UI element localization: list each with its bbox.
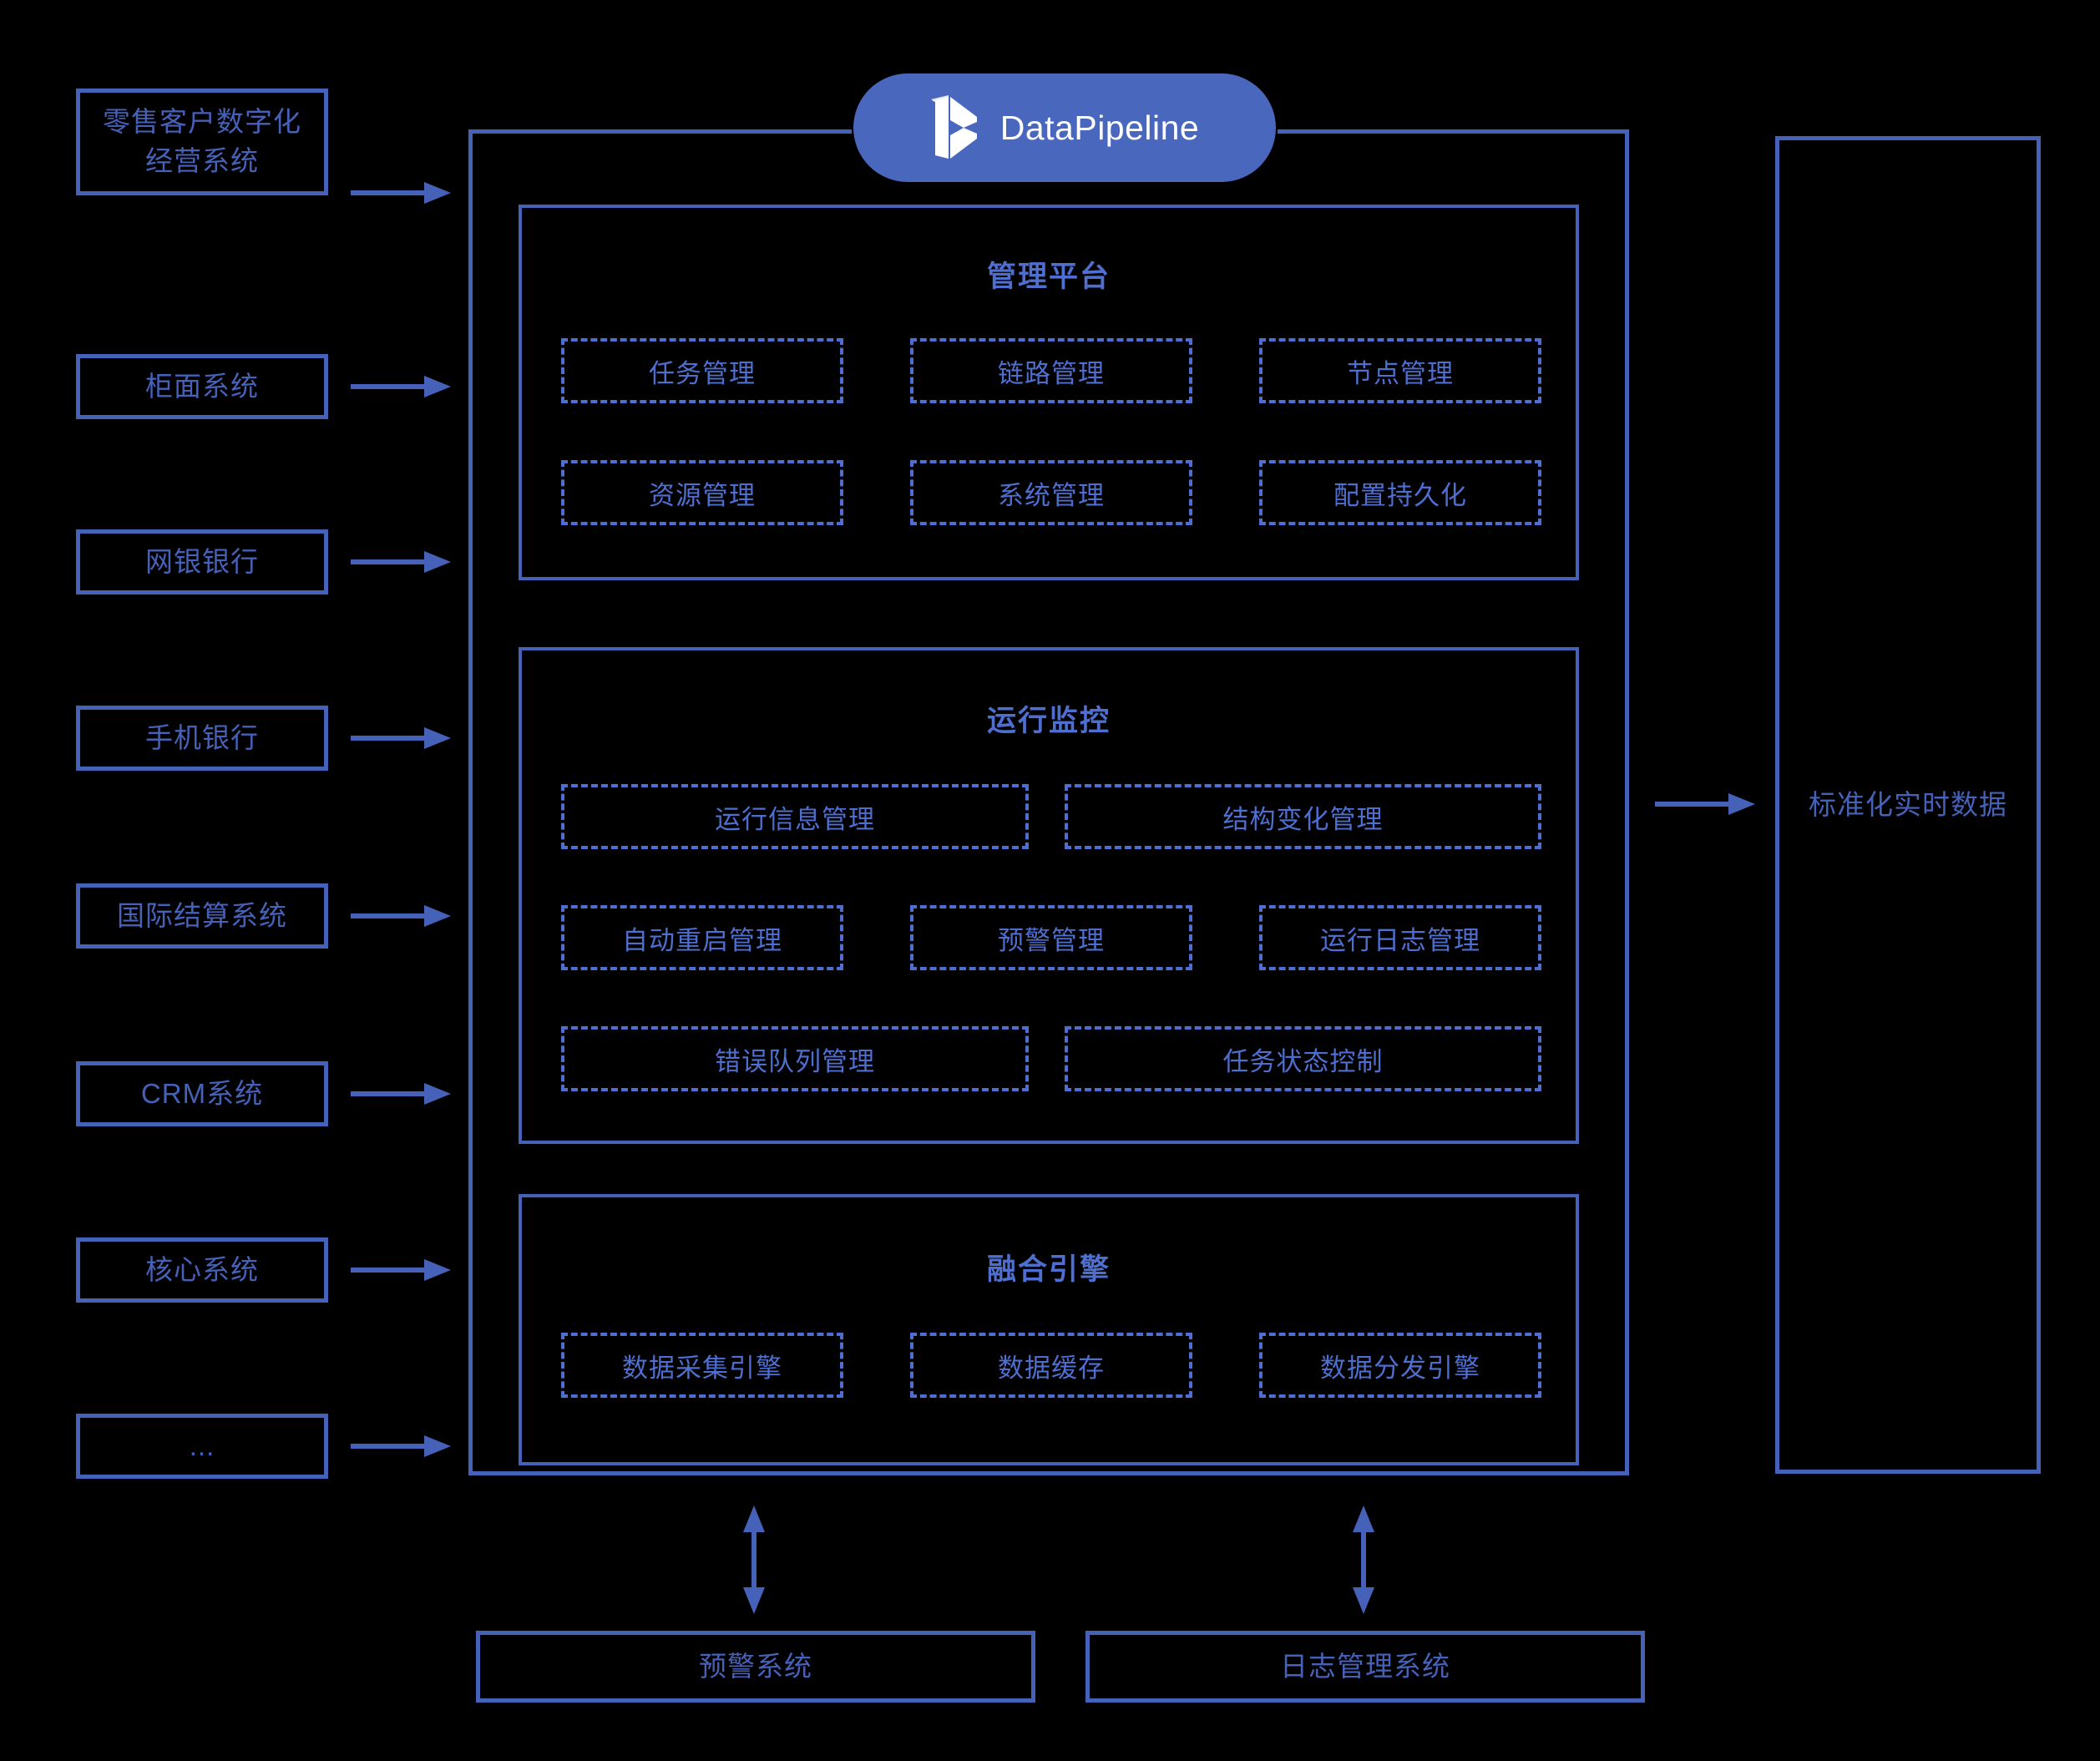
arrow-right-icon [351, 1435, 451, 1457]
feature-label: 数据采集引擎 [622, 1353, 782, 1383]
feature-label: 结构变化管理 [1222, 804, 1384, 834]
feature-task-management[interactable]: 任务管理 [561, 338, 843, 403]
source-label: 网银银行 [145, 545, 259, 577]
output-box-standardized-realtime-data[interactable]: 标准化实时数据 [1775, 136, 2041, 1474]
feature-label: 预警管理 [998, 925, 1105, 955]
source-box-crm[interactable]: CRM系统 [76, 1061, 328, 1126]
external-label: 预警系统 [699, 1650, 812, 1682]
source-box-retail-digital[interactable]: 零售客户数字化 经营系统 [76, 89, 328, 195]
feature-label: 系统管理 [998, 480, 1105, 510]
feature-label: 节点管理 [1347, 358, 1454, 388]
feature-resource-management[interactable]: 资源管理 [561, 460, 843, 525]
panel-title-engine: 融合引擎 [986, 1253, 1111, 1286]
feature-error-queue-management[interactable]: 错误队列管理 [561, 1026, 1029, 1091]
source-label: 柜面系统 [145, 370, 259, 402]
arrow-updown-icon [743, 1505, 765, 1614]
feature-label: 运行信息管理 [715, 804, 875, 834]
feature-label: 链路管理 [998, 358, 1105, 388]
source-label: CRM系统 [140, 1077, 264, 1109]
arrow-right-icon [351, 905, 451, 927]
feature-label: 任务管理 [649, 358, 756, 388]
arrow-right-icon [351, 182, 451, 204]
source-box-counter[interactable]: 柜面系统 [76, 354, 328, 419]
feature-label: 数据分发引擎 [1320, 1353, 1480, 1383]
arrow-right-icon [351, 551, 451, 573]
feature-data-distribution-engine[interactable]: 数据分发引擎 [1259, 1333, 1541, 1398]
arrow-right-icon [351, 1259, 451, 1281]
feature-runtime-log-management[interactable]: 运行日志管理 [1259, 905, 1541, 970]
feature-label: 资源管理 [649, 480, 756, 510]
source-label-line1: 零售客户数字化 [103, 106, 301, 138]
source-label: 国际结算系统 [117, 899, 287, 931]
feature-node-management[interactable]: 节点管理 [1259, 338, 1541, 403]
source-box-core[interactable]: 核心系统 [76, 1237, 328, 1303]
source-label: 手机银行 [145, 721, 259, 753]
source-label: ... [189, 1430, 215, 1461]
feature-task-state-control[interactable]: 任务状态控制 [1065, 1026, 1541, 1091]
feature-schema-change-management[interactable]: 结构变化管理 [1065, 784, 1541, 849]
feature-runtime-info-management[interactable]: 运行信息管理 [561, 784, 1029, 849]
feature-label: 配置持久化 [1333, 480, 1467, 510]
feature-label: 错误队列管理 [715, 1046, 875, 1076]
source-box-online-bank[interactable]: 网银银行 [76, 529, 328, 595]
panel-management-platform: 管理平台 任务管理 链路管理 节点管理 资源管理 系统管理 配置持久化 [519, 205, 1579, 580]
feature-label: 运行日志管理 [1320, 925, 1480, 955]
source-box-mobile-bank[interactable]: 手机银行 [76, 706, 328, 771]
external-box-alert-system[interactable]: 预警系统 [476, 1631, 1035, 1703]
feature-alert-management[interactable]: 预警管理 [910, 905, 1192, 970]
arrow-right-icon [351, 1083, 451, 1105]
arrow-right-icon [351, 727, 451, 749]
brand-name: DataPipeline [999, 108, 1200, 147]
panel-fusion-engine: 融合引擎 数据采集引擎 数据缓存 数据分发引擎 [519, 1194, 1579, 1465]
external-label: 日志管理系统 [1280, 1650, 1450, 1682]
feature-label: 自动重启管理 [622, 925, 782, 955]
datapipeline-logo-badge[interactable]: DataPipeline [853, 73, 1276, 182]
feature-label: 数据缓存 [998, 1353, 1105, 1383]
source-label: 核心系统 [145, 1253, 259, 1285]
datapipeline-logo-icon [930, 95, 977, 159]
panel-runtime-monitoring: 运行监控 运行信息管理 结构变化管理 自动重启管理 预警管理 运行日志管理 错误… [519, 647, 1579, 1144]
panel-title-monitoring: 运行监控 [986, 705, 1111, 737]
feature-system-management[interactable]: 系统管理 [910, 460, 1192, 525]
feature-auto-restart-management[interactable]: 自动重启管理 [561, 905, 843, 970]
arrow-right-icon [351, 376, 451, 397]
output-label: 标准化实时数据 [1809, 788, 2007, 820]
feature-config-persistence[interactable]: 配置持久化 [1259, 460, 1541, 525]
source-label: 零售客户数字化 经营系统 [103, 103, 301, 181]
feature-data-collection-engine[interactable]: 数据采集引擎 [561, 1333, 843, 1398]
source-box-more[interactable]: ... [76, 1414, 328, 1479]
feature-label: 任务状态控制 [1222, 1046, 1384, 1076]
arrow-updown-icon [1353, 1505, 1374, 1614]
external-box-log-management-system[interactable]: 日志管理系统 [1085, 1631, 1645, 1703]
source-box-intl-settlement[interactable]: 国际结算系统 [76, 883, 328, 949]
feature-data-cache[interactable]: 数据缓存 [910, 1333, 1192, 1398]
feature-link-management[interactable]: 链路管理 [910, 338, 1192, 403]
panel-title-management: 管理平台 [986, 261, 1111, 293]
source-label-line2: 经营系统 [145, 145, 259, 176]
arrow-right-icon [1655, 793, 1755, 815]
